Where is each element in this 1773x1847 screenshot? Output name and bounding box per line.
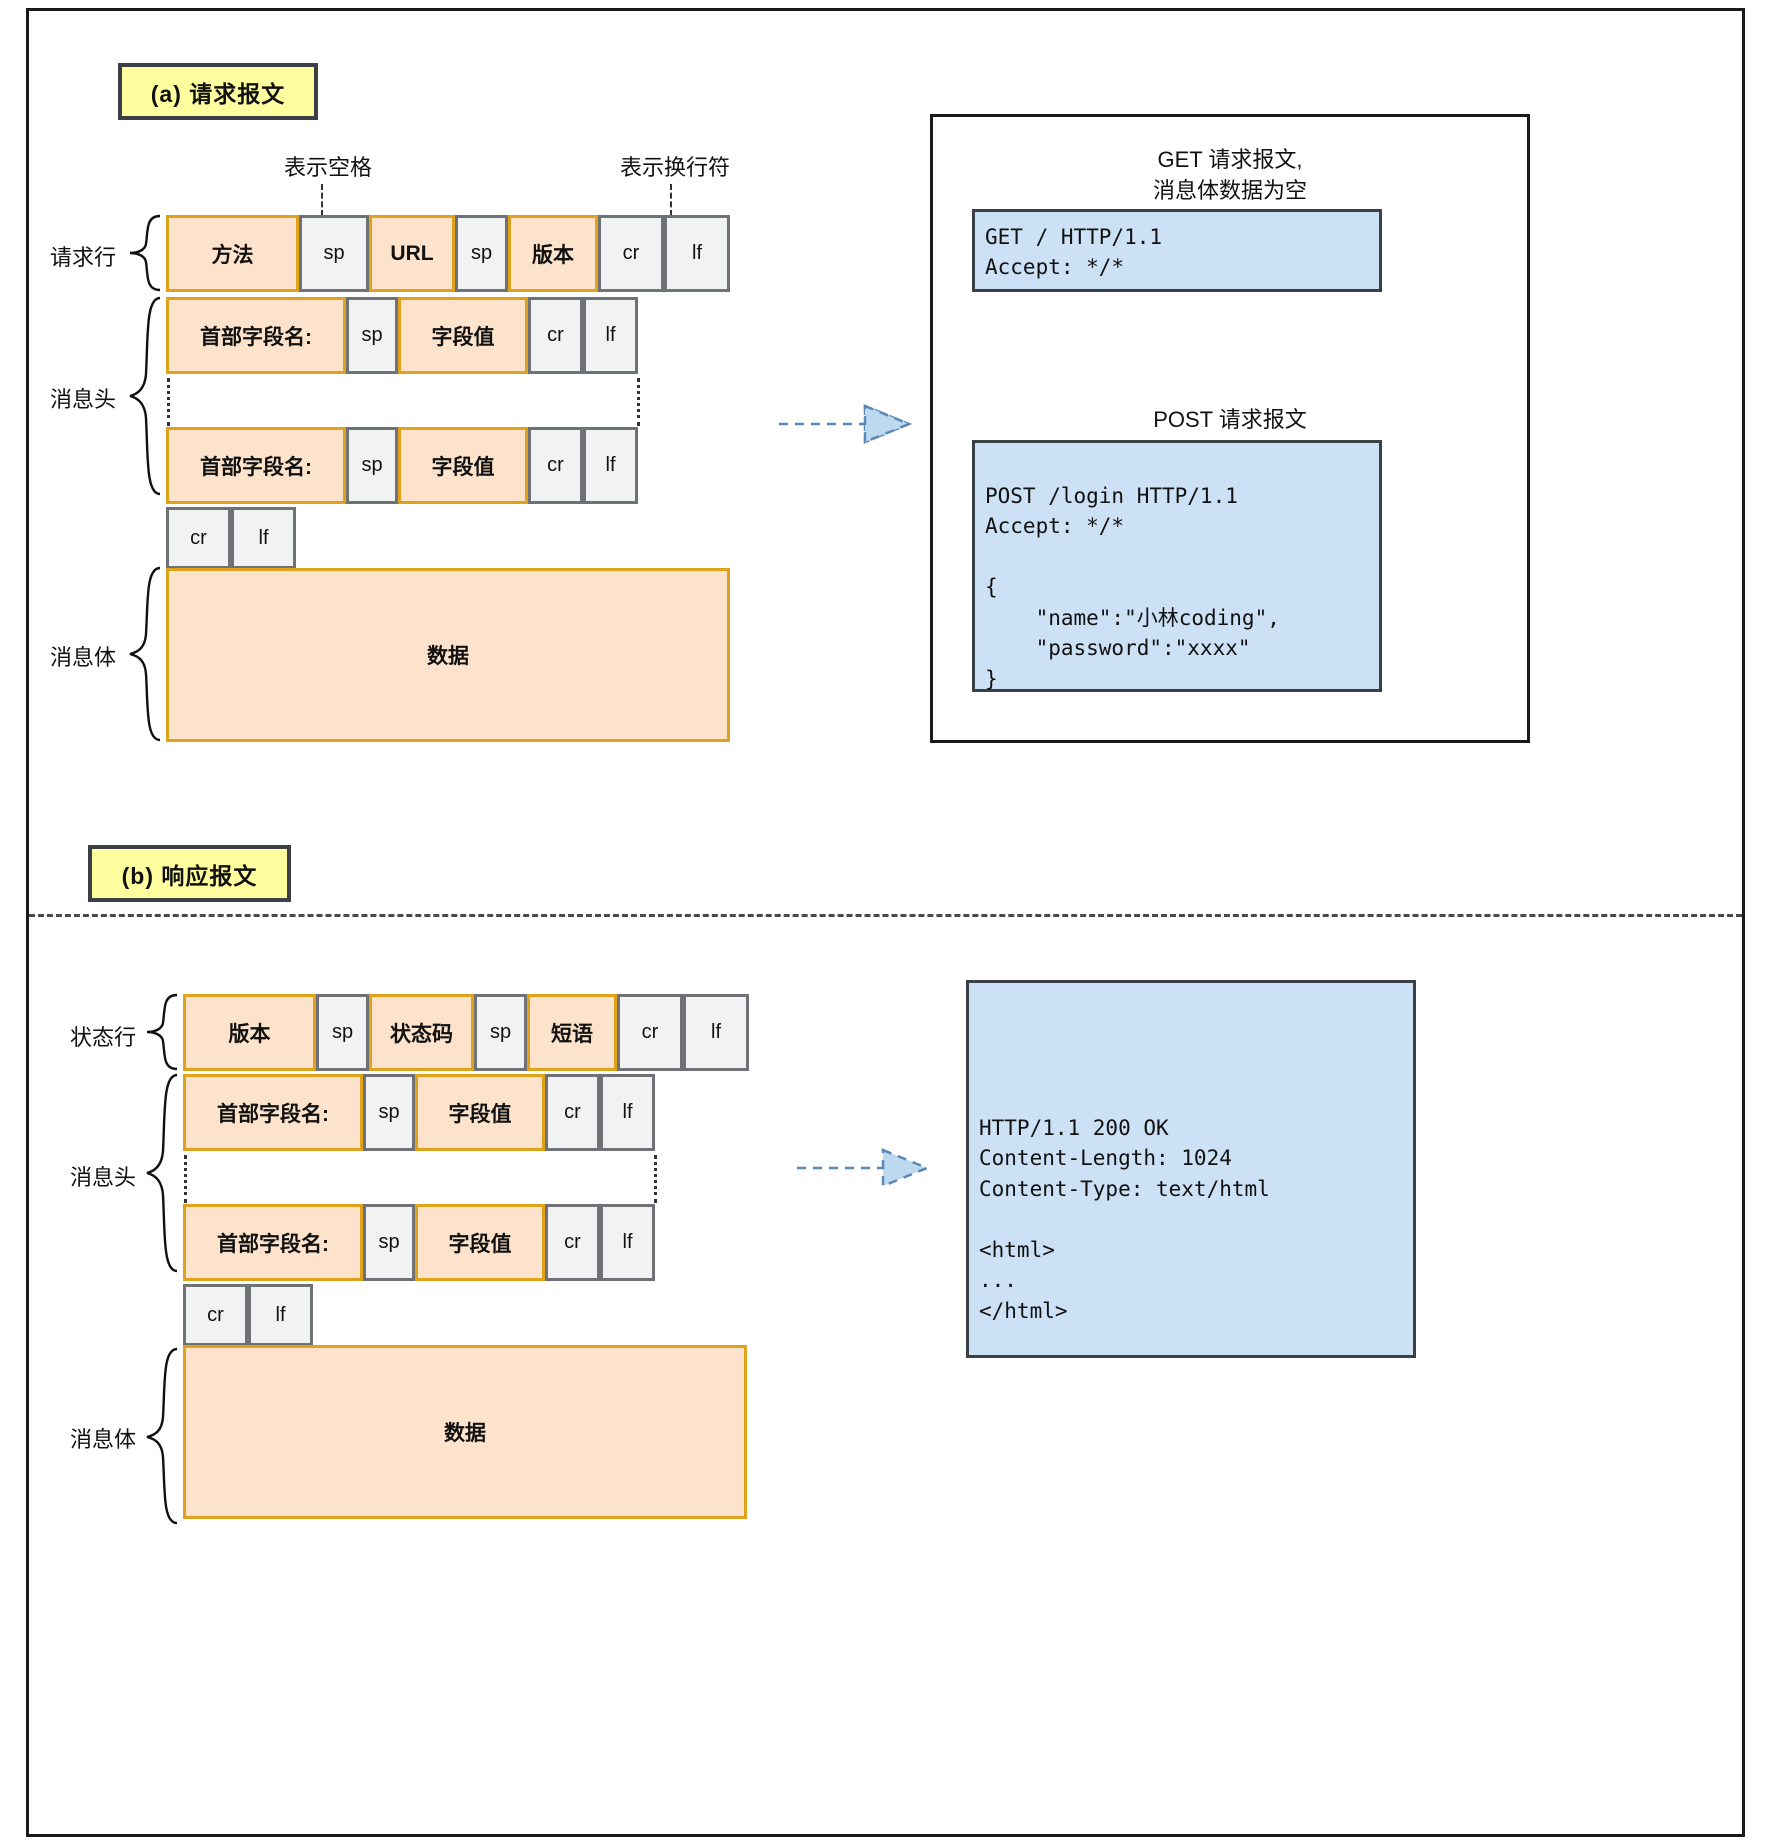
- cell-method: 方法: [166, 215, 299, 292]
- status-line-brace: [143, 993, 179, 1071]
- response-body-label: 消息体: [70, 1427, 137, 1452]
- cell-resp-header-value-1: 字段值: [415, 1074, 545, 1151]
- cell-resp-header-cr-1: cr: [545, 1074, 600, 1151]
- cell-sp-1: sp: [299, 215, 369, 292]
- cell-lf-1: lf: [664, 215, 730, 292]
- post-example-code: POST /login HTTP/1.1 Accept: */* { "name…: [972, 440, 1382, 692]
- cell-status-cr: cr: [617, 994, 683, 1071]
- response-header-label: 消息头: [70, 1165, 137, 1190]
- cell-resp-header-name-1: 首部字段名:: [183, 1074, 363, 1151]
- cell-header-name-1: 首部字段名:: [166, 297, 346, 374]
- cell-status-lf: lf: [683, 994, 749, 1071]
- cell-status-sp-2: sp: [474, 994, 527, 1071]
- response-flow-arrow: [795, 1140, 935, 1201]
- request-line-label: 请求行: [50, 245, 117, 270]
- cell-status-version: 版本: [183, 994, 316, 1071]
- cell-header-sp-2: sp: [346, 427, 398, 504]
- section-divider: [29, 914, 1742, 917]
- cell-url: URL: [369, 215, 455, 292]
- cell-header-cr-1: cr: [528, 297, 583, 374]
- request-flow-arrow: [777, 396, 917, 457]
- header-continuation-left: [167, 378, 170, 426]
- space-annotation-leader: [321, 184, 323, 216]
- cell-resp-body-data: 数据: [183, 1345, 747, 1519]
- newline-annotation-label: 表示换行符: [620, 155, 731, 180]
- request-header-label: 消息头: [50, 387, 117, 412]
- cell-resp-header-cr-2: cr: [545, 1204, 600, 1281]
- cell-resp-header-sp-2: sp: [363, 1204, 415, 1281]
- cell-resp-header-name-2: 首部字段名:: [183, 1204, 363, 1281]
- response-header-brace: [143, 1073, 179, 1273]
- cell-header-lf-2: lf: [583, 427, 638, 504]
- cell-cr-1: cr: [598, 215, 664, 292]
- cell-header-name-2: 首部字段名:: [166, 427, 346, 504]
- outer-frame: [26, 8, 1745, 1837]
- cell-resp-header-lf-2: lf: [600, 1204, 655, 1281]
- response-example-code: HTTP/1.1 200 OK Content-Length: 1024 Con…: [966, 980, 1416, 1358]
- space-annotation-label: 表示空格: [284, 155, 373, 180]
- request-header-brace: [126, 296, 162, 496]
- get-example-code: GET / HTTP/1.1 Accept: */*: [972, 209, 1382, 292]
- cell-resp-blank-cr: cr: [183, 1284, 248, 1346]
- request-body-label: 消息体: [50, 645, 117, 670]
- resp-header-continuation-left: [184, 1155, 187, 1203]
- cell-header-value-2: 字段值: [398, 427, 528, 504]
- cell-body-data: 数据: [166, 568, 730, 742]
- newline-annotation-leader: [670, 184, 672, 216]
- post-example-caption: POST 请求报文: [1153, 407, 1307, 432]
- status-line-label: 状态行: [70, 1025, 137, 1050]
- cell-status-code: 状态码: [369, 994, 474, 1071]
- cell-version: 版本: [508, 215, 598, 292]
- cell-resp-blank-lf: lf: [248, 1284, 313, 1346]
- cell-status-sp-1: sp: [316, 994, 369, 1071]
- resp-header-continuation-right: [654, 1155, 657, 1203]
- cell-header-lf-1: lf: [583, 297, 638, 374]
- request-body-brace: [126, 566, 162, 742]
- request-section-badge: (a) 请求报文: [118, 63, 318, 120]
- request-line-brace: [126, 214, 162, 292]
- cell-blank-lf: lf: [231, 507, 296, 569]
- cell-header-sp-1: sp: [346, 297, 398, 374]
- get-example-caption: GET 请求报文, 消息体数据为空: [1152, 147, 1307, 203]
- cell-header-cr-2: cr: [528, 427, 583, 504]
- cell-resp-header-sp-1: sp: [363, 1074, 415, 1151]
- cell-resp-header-lf-1: lf: [600, 1074, 655, 1151]
- cell-resp-header-value-2: 字段值: [415, 1204, 545, 1281]
- response-body-brace: [143, 1347, 179, 1525]
- cell-header-value-1: 字段值: [398, 297, 528, 374]
- cell-blank-cr: cr: [166, 507, 231, 569]
- header-continuation-right: [637, 378, 640, 426]
- cell-sp-2: sp: [455, 215, 508, 292]
- cell-status-phrase: 短语: [527, 994, 617, 1071]
- response-section-badge: (b) 响应报文: [88, 845, 291, 902]
